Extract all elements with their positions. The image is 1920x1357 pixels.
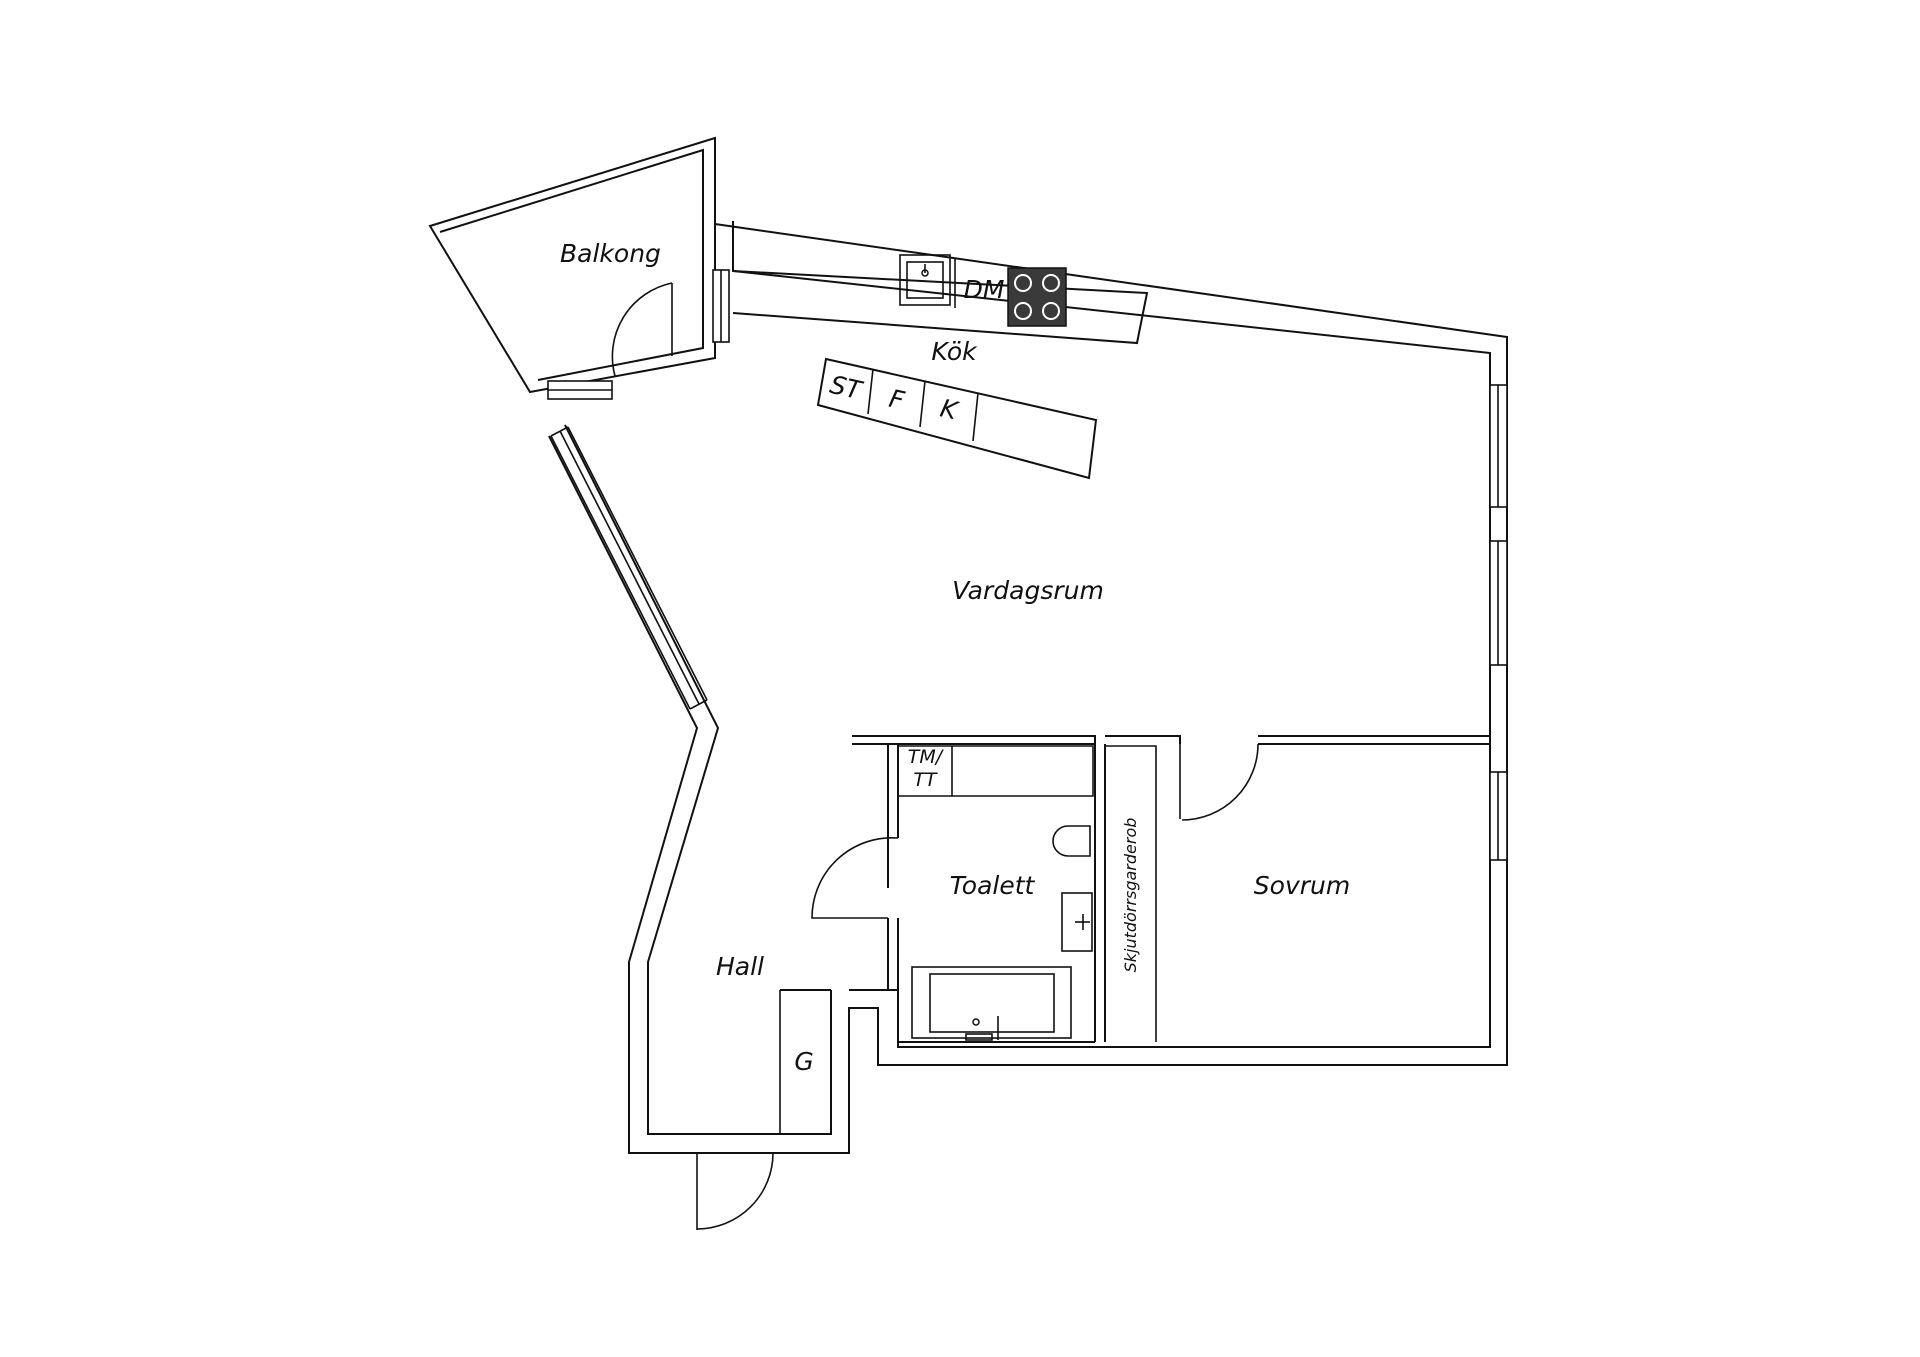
interior-walls [852,735,1490,1043]
balcony [428,136,730,400]
label-k: K [938,394,963,426]
hall-cabinet [779,989,831,1135]
exterior-walls [548,221,1508,1154]
kitchen-counter [732,254,1149,345]
label-st: ST [827,370,865,405]
label-tm: TM/ [908,746,945,768]
label-f: F [887,384,908,416]
west-window [550,426,708,710]
label-g: G [794,1047,813,1076]
east-windows [1489,384,1508,861]
room-label-kok: Kök [931,337,978,366]
room-label-toalett: Toalett [950,871,1036,900]
room-label-balkong: Balkong [560,239,661,268]
bathroom-fixtures [911,825,1093,1041]
room-label-vardagsrum: Vardagsrum [952,576,1104,605]
bathtub-icon [911,966,1072,1039]
label-wardrobe: Skjutdörrsgarderob [1121,818,1140,973]
sink-icon [899,254,951,306]
doors [696,743,1259,1230]
room-label-hall: Hall [716,952,764,981]
label-dm: DM [964,275,1005,304]
room-label-sovrum: Sovrum [1254,871,1350,900]
label-tt: TT [913,769,938,791]
sliding-wardrobe [1105,745,1157,1042]
washbasin-icon [1061,892,1093,952]
kitchen-island [816,357,1098,480]
toilet-icon [1052,825,1091,857]
